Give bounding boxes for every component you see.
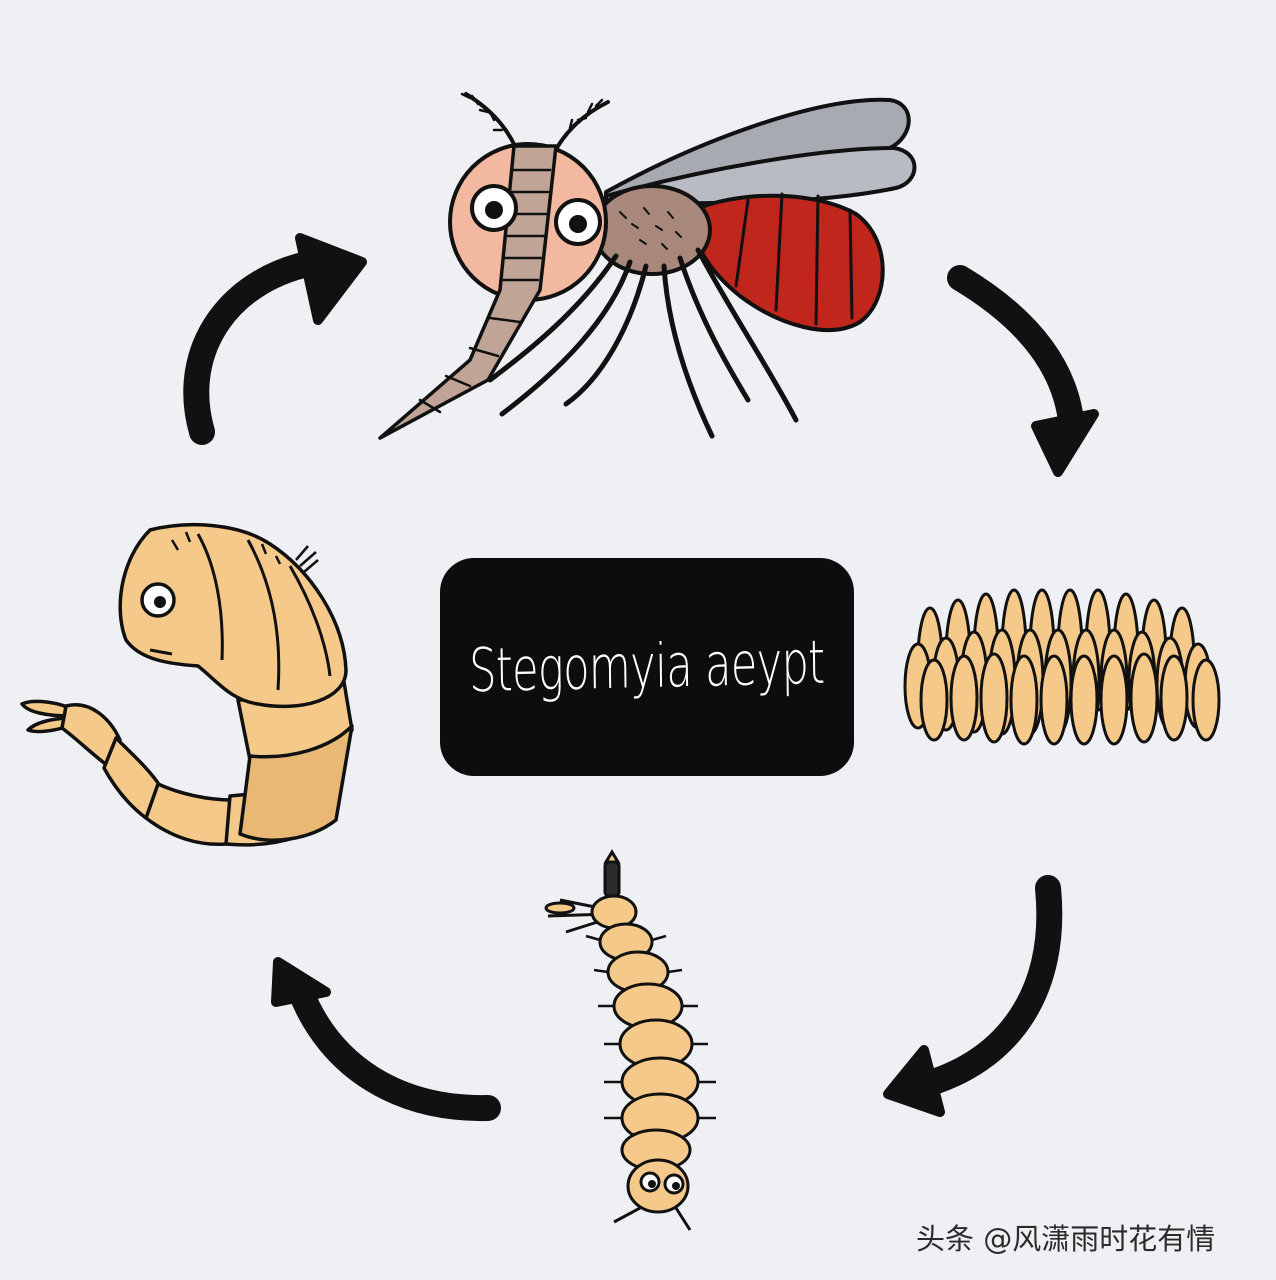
arrow-larva-to-pupa — [271, 957, 501, 1122]
arrow-pupa-to-adult — [183, 233, 367, 445]
watermark: 头条 @风潇雨时花有情 — [916, 1222, 1216, 1256]
species-label-box: Stegomyia aeypt — [440, 558, 854, 776]
species-label: Stegomyia aeypt — [468, 627, 826, 707]
larva-icon — [544, 849, 716, 1231]
mosquito-icon — [378, 92, 917, 440]
eggs-icon — [903, 588, 1221, 746]
arrow-adult-to-eggs — [947, 265, 1099, 477]
pupa-icon — [20, 522, 354, 847]
arrow-eggs-to-larva — [883, 875, 1063, 1117]
